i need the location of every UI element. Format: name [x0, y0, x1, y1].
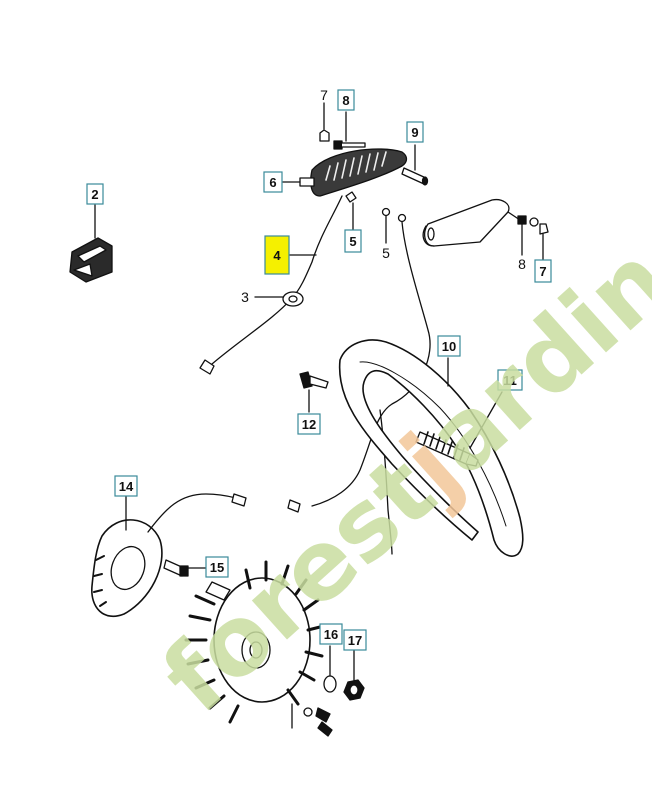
svg-text:5: 5	[349, 234, 356, 249]
callout-15: 15	[205, 556, 229, 578]
part-15-screw	[163, 559, 207, 577]
svg-text:9: 9	[411, 125, 418, 140]
callout-2: 2	[86, 183, 104, 205]
callout-5-right: 5	[382, 245, 390, 261]
svg-text:10: 10	[442, 339, 456, 354]
callout-3: 3	[241, 289, 249, 305]
callout-7-right: 7	[534, 259, 552, 283]
flywheel	[184, 560, 326, 724]
part-4-wire	[199, 195, 343, 375]
svg-text:11: 11	[503, 373, 517, 388]
part-8-screw-right	[517, 215, 539, 256]
svg-text:14: 14	[119, 479, 134, 494]
callout-14: 14	[114, 475, 138, 497]
callout-12: 12	[297, 413, 321, 435]
svg-text:15: 15	[210, 560, 224, 575]
bottom-parts	[291, 703, 333, 737]
svg-text:2: 2	[91, 187, 98, 202]
part-2-switch	[69, 204, 113, 283]
svg-text:4: 4	[273, 248, 281, 263]
part-11-spring	[415, 391, 503, 467]
watermark: forestjardin.com	[141, 79, 652, 734]
part-5-washer-left	[381, 207, 407, 244]
parts-drawing	[69, 102, 549, 737]
callout-16: 16	[319, 623, 343, 645]
callout-9: 9	[406, 121, 424, 143]
svg-text:7: 7	[539, 264, 546, 279]
svg-text:8: 8	[342, 93, 349, 108]
svg-text:16: 16	[324, 627, 338, 642]
callout-10: 10	[437, 335, 461, 357]
part-5-screw	[345, 191, 357, 231]
callout-11: 11	[497, 369, 523, 391]
callout-8-top: 8	[337, 89, 355, 111]
part-12-bolt	[299, 371, 329, 413]
callout-4-highlighted: 4	[264, 235, 290, 275]
connector-mid	[287, 499, 301, 513]
part-8-screw-top	[333, 111, 366, 150]
part-10-handle	[338, 339, 524, 557]
svg-text:12: 12	[302, 417, 316, 432]
part-17-nut	[343, 649, 365, 701]
part-shield-plate	[422, 198, 521, 247]
svg-text:6: 6	[269, 175, 276, 190]
watermark-ardin: ardin	[406, 224, 652, 496]
part-9-pin	[401, 144, 429, 186]
callout-7-top: 7	[320, 87, 328, 103]
watermark-forest: forest	[141, 435, 456, 734]
part-7-cap-right	[539, 223, 549, 261]
part-7-cap-top	[319, 102, 330, 142]
callouts: 7 8 9 6 2 4 5 5 8 7	[86, 87, 552, 651]
part-3-grommet	[254, 291, 304, 307]
callout-17: 17	[343, 629, 367, 651]
callout-6: 6	[263, 171, 283, 193]
part-6-bracket	[282, 148, 408, 197]
svg-text:forestjardin.com: forestjardin.com	[141, 79, 652, 734]
part-14-stator	[91, 493, 247, 617]
part-16-washer	[323, 645, 337, 693]
svg-text:17: 17	[348, 633, 362, 648]
callout-8-right: 8	[518, 256, 526, 272]
callout-5-left: 5	[344, 229, 362, 253]
